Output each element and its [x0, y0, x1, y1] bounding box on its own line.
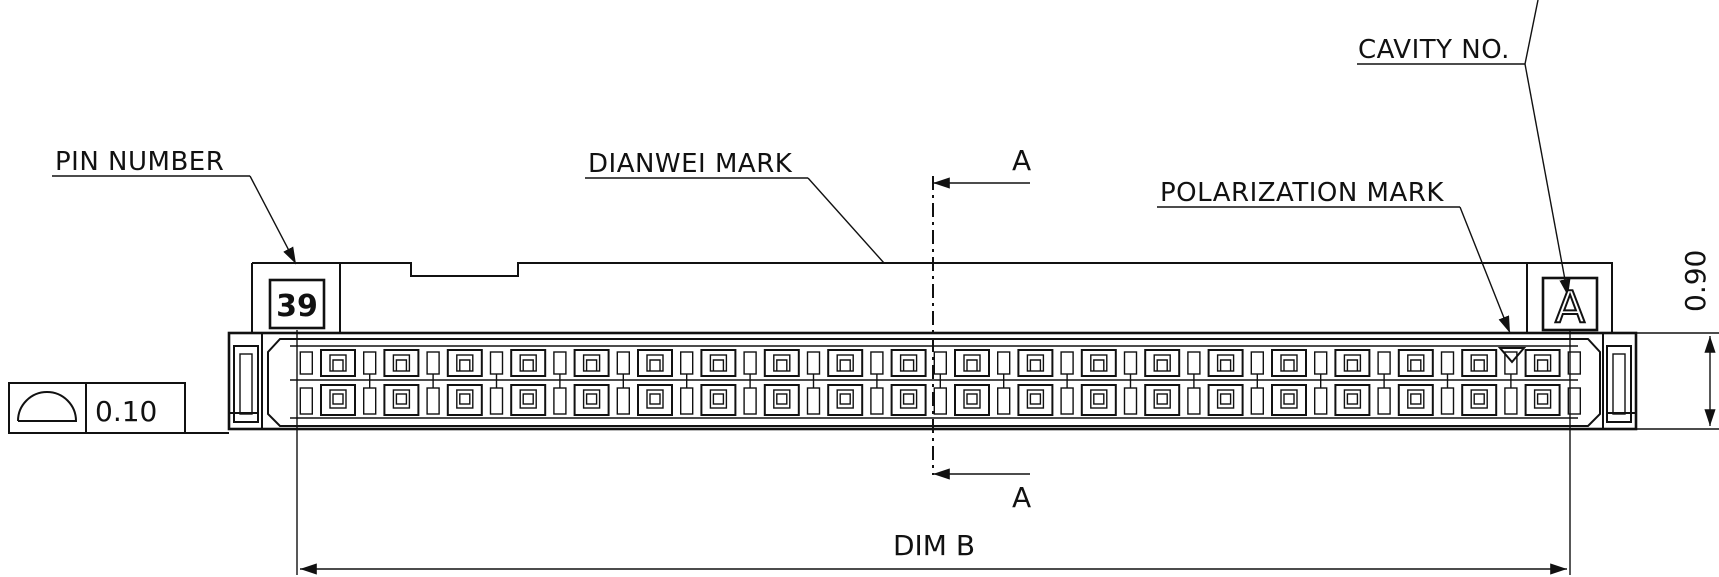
pin-number-value: 39	[276, 289, 318, 324]
profile-of-line-icon	[17, 391, 78, 422]
contact-pair	[1461, 349, 1518, 416]
contact-pair	[1017, 349, 1074, 416]
right-latch	[1606, 345, 1636, 423]
cavity-no-callout: CAVITY NO.	[1357, 0, 1571, 297]
section-top-label: A	[1012, 144, 1031, 177]
contact-pair	[890, 349, 947, 416]
contact-array	[290, 349, 1582, 416]
end-terminal	[1567, 351, 1582, 415]
contact-pair	[1207, 349, 1265, 416]
pin-number-label: PIN NUMBER	[55, 147, 224, 177]
polarization-mark-callout: POLARIZATION MARK	[1157, 178, 1511, 334]
contact-pair	[1080, 349, 1138, 416]
contact-pair	[954, 349, 1011, 416]
dim-b-label: DIM B	[893, 529, 975, 562]
end-terminal	[299, 351, 313, 415]
contact-pair	[510, 349, 567, 416]
contact-pair	[700, 349, 757, 416]
contact-pair	[446, 349, 504, 416]
contact-pair	[573, 349, 630, 416]
pin-number-callout: PIN NUMBER	[52, 147, 297, 265]
contact-pair	[827, 349, 884, 416]
section-bottom-label: A	[1012, 481, 1031, 514]
height-dimension: 0.90	[1636, 250, 1719, 430]
contact-pair	[1524, 349, 1561, 416]
contact-pair	[637, 349, 694, 416]
pin-number-box: 39	[268, 278, 326, 330]
height-dim-value: 0.90	[1679, 250, 1712, 312]
contact-pair	[1397, 349, 1455, 416]
contact-pair	[1144, 349, 1201, 416]
contact-pair	[320, 349, 377, 416]
tolerance-frame: 0.10	[8, 382, 229, 434]
cavity-number-box: A	[1541, 276, 1599, 334]
tolerance-value: 0.10	[95, 395, 157, 428]
dim-b-dimension: DIM B	[296, 330, 1571, 575]
polarization-triangle-icon	[1497, 347, 1527, 364]
cavity-no-label: CAVITY NO.	[1358, 35, 1510, 65]
contact-pair	[763, 349, 821, 416]
contact-pair	[1334, 349, 1391, 416]
connector-housing	[227, 262, 1638, 431]
cavity-number-value: A	[1555, 282, 1585, 333]
dianwei-mark-label: DIANWEI MARK	[588, 149, 793, 179]
contact-pair	[383, 349, 440, 416]
contact-pair	[1271, 349, 1328, 416]
polarization-mark-label: POLARIZATION MARK	[1160, 178, 1444, 208]
section-a-a-marker: A A	[932, 144, 1031, 514]
dianwei-mark-callout: DIANWEI MARK	[585, 149, 885, 264]
left-latch	[229, 345, 259, 423]
